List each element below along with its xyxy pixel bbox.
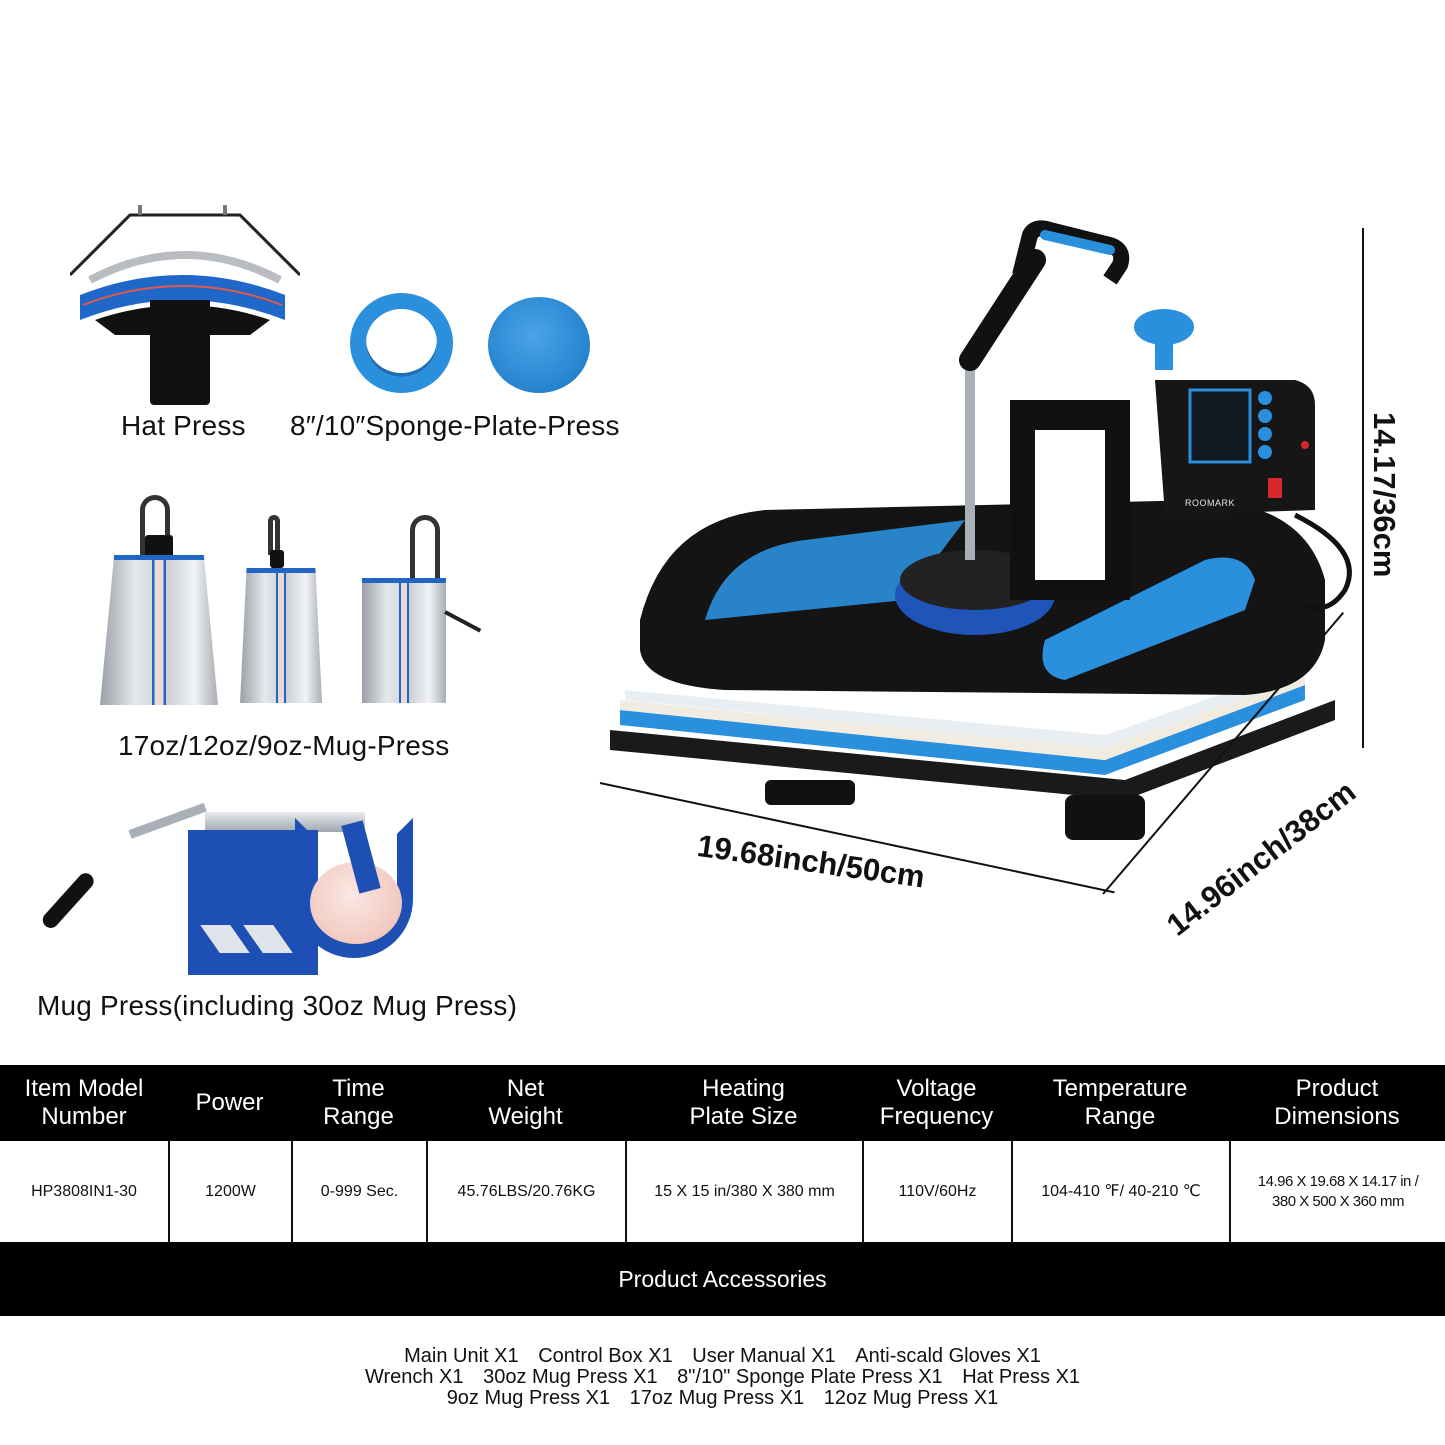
- cell-temperature: 104-410 ℉/ 40-210 ℃: [1011, 1141, 1229, 1242]
- accessory-item: User Manual X1: [692, 1345, 836, 1367]
- accessory-item: 8"/10" Sponge Plate Press X1: [677, 1366, 943, 1388]
- spec-table-header: Item Model Number Power Time Range Net W…: [0, 1065, 1445, 1141]
- spec-table-row: HP3808IN1-30 1200W 0-999 Sec. 45.76LBS/2…: [0, 1141, 1445, 1242]
- header-dimensions: Product Dimensions: [1274, 1075, 1400, 1130]
- accessories-line: Main Unit X1 Control Box X1 User Manual …: [0, 1346, 1445, 1367]
- mug-heater-12oz: [240, 568, 322, 703]
- mug-cord: [410, 515, 440, 595]
- brand-logo: ROOMARK: [1185, 498, 1236, 508]
- accessory-item: Wrench X1: [364, 1366, 464, 1388]
- mug-cord: [268, 515, 280, 555]
- heat-press-illustration: [610, 220, 1352, 840]
- spec-table: Item Model Number Power Time Range Net W…: [0, 1065, 1445, 1242]
- accessory-item: Main Unit X1: [404, 1345, 519, 1367]
- mug-press-set-label: 17oz/12oz/9oz-Mug-Press: [118, 730, 450, 761]
- accessories-line: 9oz Mug Press X1 17oz Mug Press X1 12oz …: [0, 1388, 1445, 1409]
- mug-cable: [444, 610, 482, 633]
- height-dimension-label: 14.17/36cm: [1367, 412, 1402, 578]
- accessory-item: Hat Press X1: [962, 1366, 1081, 1388]
- mug-plug: [270, 550, 284, 568]
- accessory-item: Control Box X1: [538, 1345, 673, 1367]
- height-dimension-line: [1362, 228, 1364, 748]
- header-net-weight: Net Weight: [488, 1075, 563, 1130]
- cell-power: 1200W: [168, 1141, 291, 1242]
- cell-model-number: HP3808IN1-30: [31, 1182, 137, 1200]
- sponge-plate-press-label: 8″/10″Sponge-Plate-Press: [290, 410, 620, 441]
- mug-press-handle: [39, 870, 97, 932]
- accessories-line: Wrench X1 30oz Mug Press X1 8"/10" Spong…: [0, 1367, 1445, 1388]
- hat-press-stand: [150, 300, 210, 405]
- header-voltage: Voltage Frequency: [879, 1075, 994, 1130]
- product-accessories-header: Product Accessories: [0, 1242, 1445, 1316]
- header-time-range: Time Range: [323, 1075, 394, 1130]
- accessory-item: 17oz Mug Press X1: [629, 1387, 805, 1409]
- mug-cord: [140, 495, 170, 555]
- accessory-item: 9oz Mug Press X1: [446, 1387, 611, 1409]
- cell-plate-size: 15 X 15 in/380 X 380 mm: [625, 1141, 862, 1242]
- header-plate-size: Heating Plate Size: [689, 1075, 798, 1130]
- header-power: Power: [195, 1089, 264, 1116]
- sponge-ring-icon: [350, 293, 453, 393]
- sponge-disc-icon: [488, 297, 590, 393]
- cell-net-weight: 45.76LBS/20.76KG: [426, 1141, 625, 1242]
- accessory-item: 12oz Mug Press X1: [823, 1387, 999, 1409]
- cell-time-range: 0-999 Sec.: [291, 1141, 426, 1242]
- hat-press-label: Hat Press: [121, 410, 246, 441]
- header-temperature: Temperature Range: [1052, 1075, 1188, 1130]
- cell-dimensions: 14.96 X 19.68 X 14.17 in / 380 X 500 X 3…: [1229, 1141, 1445, 1242]
- header-model-number: Item Model Number: [24, 1075, 144, 1130]
- accessory-item: 30oz Mug Press X1: [483, 1366, 658, 1388]
- product-accessories-list: Main Unit X1 Control Box X1 User Manual …: [0, 1346, 1445, 1409]
- mug-press-30oz-label: Mug Press(including 30oz Mug Press): [37, 990, 518, 1021]
- cell-voltage: 110V/60Hz: [862, 1141, 1011, 1242]
- hat-press-frame-icon: [70, 205, 300, 284]
- mug-heater-9oz: [362, 578, 446, 703]
- accessory-item: Anti-scald Gloves X1: [855, 1345, 1041, 1367]
- mug-heater-17oz: [100, 555, 218, 705]
